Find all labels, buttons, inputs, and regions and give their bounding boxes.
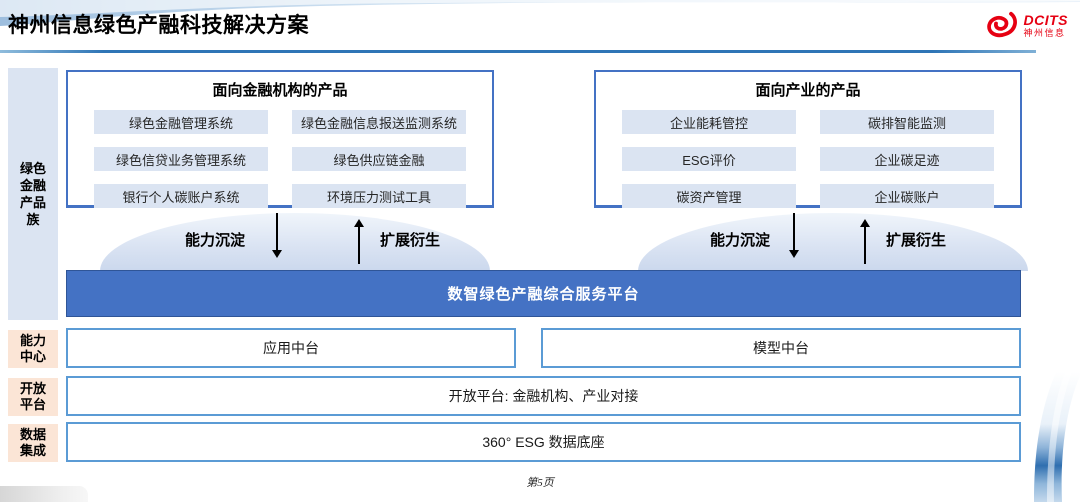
arrow-down-icon	[272, 213, 282, 258]
product-chip: 企业碳足迹	[820, 147, 994, 171]
logo-text: DCITS 神州信息	[1024, 13, 1069, 38]
product-chip: 碳资产管理	[622, 184, 796, 208]
layer-tag-line: 集成	[19, 443, 46, 458]
bottom-left-decoration	[0, 486, 88, 502]
layer-tag-line: 中心	[19, 349, 46, 364]
model-middle-platform-box: 模型中台	[541, 328, 1021, 368]
industry-chip-grid: 企业能耗管控 碳排智能监测 ESG评价 企业碳足迹 碳资产管理 企业碳账户	[622, 110, 994, 208]
capability-down-label: 能力沉淀	[710, 232, 771, 249]
page-number: 第5页	[526, 477, 554, 489]
arrow-up-icon	[354, 219, 364, 264]
family-label-line: 绿色	[19, 161, 46, 176]
open-platform-box: 开放平台: 金融机构、产业对接	[66, 376, 1021, 416]
expand-up-label: 扩展衍生	[380, 232, 441, 249]
layer-tag-open-platform: 开放 平台	[8, 378, 58, 416]
industry-box-title: 面向产业的产品	[755, 82, 861, 99]
app-middle-platform-box: 应用中台	[66, 328, 516, 368]
logo-caption: 神州信息	[1023, 27, 1066, 38]
arrow-down-icon	[789, 213, 799, 258]
family-label-line: 金融	[19, 178, 46, 193]
top-swoosh-decoration	[0, 0, 1080, 26]
layer-tag-line: 开放	[19, 381, 46, 396]
product-chip: 碳排智能监测	[820, 110, 994, 134]
page-title: 神州信息绿色产融科技解决方案	[8, 14, 309, 37]
layer-tag-capability-center: 能力 中心	[8, 330, 58, 368]
family-label-line: 族	[26, 212, 40, 227]
expand-up-label: 扩展衍生	[886, 232, 947, 249]
dome-decoration-right	[638, 213, 1028, 271]
capability-down-label: 能力沉淀	[185, 232, 246, 249]
platform-bar: 数智绿色产融综合服务平台	[66, 270, 1021, 317]
family-label-line: 产品	[19, 195, 46, 210]
logo-swirl-icon	[986, 11, 1017, 38]
header-divider	[0, 50, 1036, 53]
family-side-label: 绿色 金融 产品 族	[8, 68, 58, 320]
company-logo: DCITS 神州信息	[984, 7, 1069, 43]
finance-products-box: 面向金融机构的产品 绿色金融管理系统 绿色金融信息报送监测系统 绿色信贷业务管理…	[66, 70, 494, 208]
product-chip: ESG评价	[622, 147, 796, 171]
product-chip: 企业能耗管控	[622, 110, 796, 134]
layer-tag-line: 平台	[19, 397, 46, 412]
product-chip: 企业碳账户	[820, 184, 994, 208]
layer-tag-data-integration: 数据 集成	[8, 424, 58, 462]
product-chip: 绿色金融管理系统	[94, 110, 268, 134]
esg-data-base-box: 360° ESG 数据底座	[66, 422, 1021, 462]
product-chip: 绿色金融信息报送监测系统	[292, 110, 466, 134]
industry-products-box: 面向产业的产品 企业能耗管控 碳排智能监测 ESG评价 企业碳足迹 碳资产管理 …	[594, 70, 1022, 208]
product-chip: 银行个人碳账户系统	[94, 184, 268, 208]
layer-tag-line: 能力	[19, 333, 46, 348]
product-chip: 环境压力测试工具	[292, 184, 466, 208]
layer-tag-line: 数据	[19, 427, 46, 442]
arrow-up-icon	[860, 219, 870, 264]
product-chip: 绿色信贷业务管理系统	[94, 147, 268, 171]
logo-brand: DCITS	[1023, 11, 1068, 28]
product-chip: 绿色供应链金融	[292, 147, 466, 171]
bottom-right-ribbon-decoration	[1034, 372, 1080, 502]
finance-box-title: 面向金融机构的产品	[212, 82, 348, 99]
finance-chip-grid: 绿色金融管理系统 绿色金融信息报送监测系统 绿色信贷业务管理系统 绿色供应链金融…	[94, 110, 466, 208]
